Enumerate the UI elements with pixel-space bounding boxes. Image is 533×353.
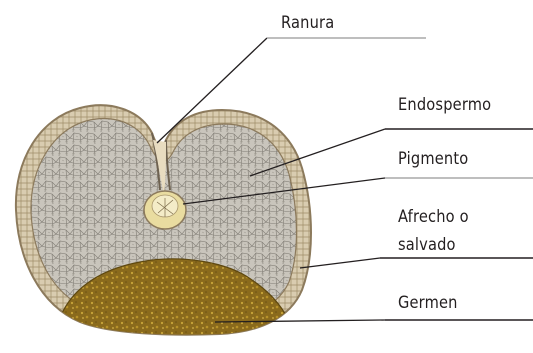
label-afrecho-line1: Afrecho o [398,206,469,228]
label-ranura: Ranura [281,12,334,34]
label-endospermo: Endospermo [398,94,491,116]
grain-body [16,105,311,340]
label-pigmento: Pigmento [398,148,468,170]
label-underlines [267,38,533,320]
label-germen: Germen [398,292,458,314]
pigment-strand [144,191,186,229]
leader-afrecho [300,258,380,268]
label-afrecho-line2: salvado [398,234,456,256]
